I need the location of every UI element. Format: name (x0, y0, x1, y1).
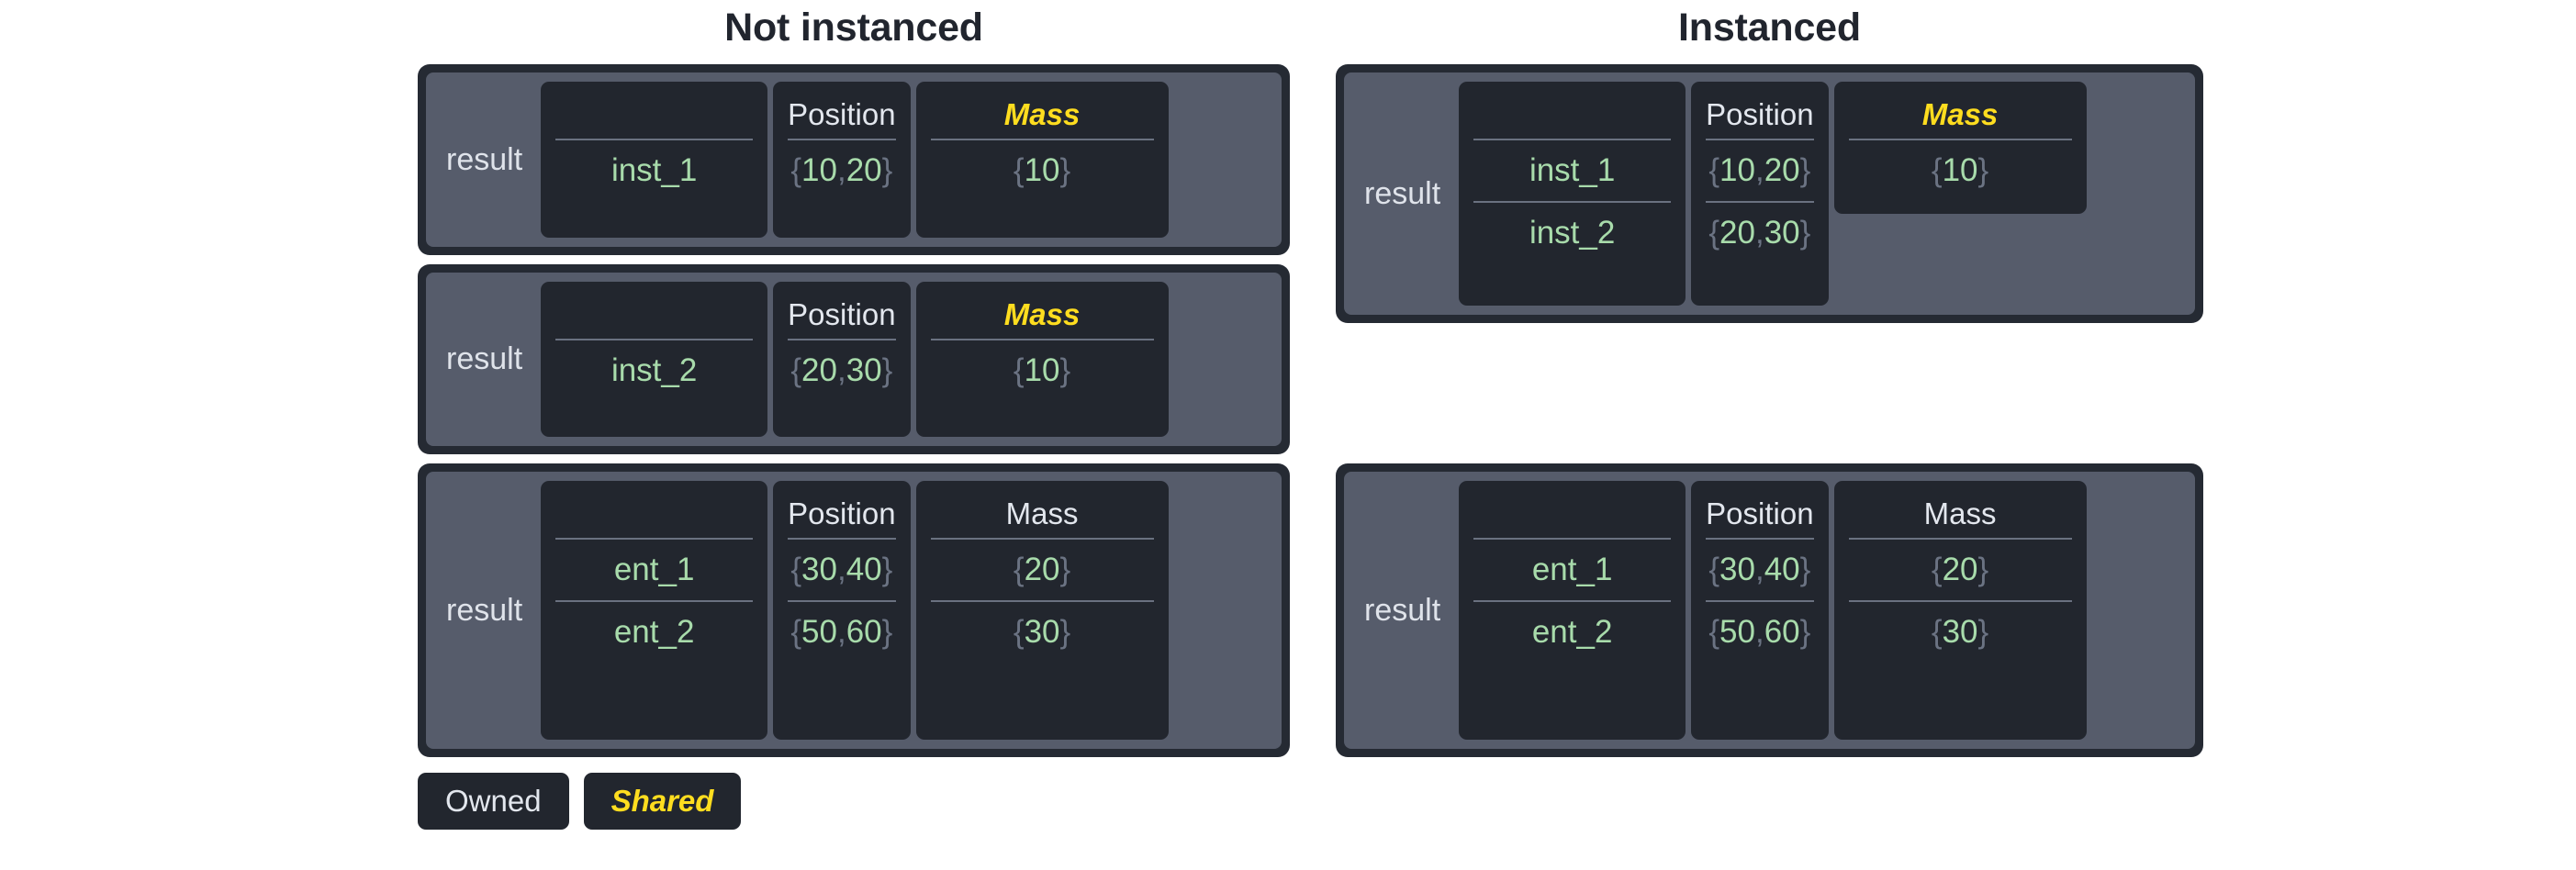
column-heading-instanced: Instanced (1678, 6, 1861, 50)
legend-item-owned: Owned (418, 773, 569, 830)
table-cell: ent_1 (555, 538, 754, 600)
column-header-position: Position (1706, 97, 1814, 131)
column-header-position: Position (788, 297, 896, 331)
column-header-position: Position (788, 496, 896, 530)
result-label: result (446, 341, 523, 376)
legend-item-shared: Shared (583, 773, 742, 830)
table-cell: inst_1 (1473, 139, 1672, 201)
table-cell: ent_2 (1473, 600, 1672, 663)
column-header-position: Position (1706, 496, 1814, 530)
table-cell: ent_2 (555, 600, 754, 663)
legend: Owned Shared (418, 773, 742, 830)
column-header-name (1473, 91, 1671, 139)
result-label: result (1364, 592, 1441, 628)
column-header-name (555, 490, 753, 538)
result-label: result (1364, 175, 1441, 211)
table-cell: inst_1 (555, 139, 754, 201)
column-header-mass: Mass (1003, 297, 1081, 331)
column-header-name (555, 91, 753, 139)
column-name: inst_2 (541, 282, 768, 437)
table-cell: ent_1 (1473, 538, 1672, 600)
column-name: inst_1 (541, 82, 768, 238)
result-label: result (446, 592, 523, 628)
column-header-mass: Mass (1005, 496, 1079, 530)
table-cell: inst_2 (1473, 201, 1672, 263)
table-cell: inst_2 (555, 339, 754, 401)
result-label: result (446, 141, 523, 177)
column-header-name (1473, 490, 1671, 538)
column-header-mass: Mass (1003, 97, 1081, 131)
column-header-mass: Mass (1921, 97, 1999, 131)
column-header-name (555, 291, 753, 339)
column-header-mass: Mass (1923, 496, 1997, 530)
column-header-position: Position (788, 97, 896, 131)
column-heading-not-instanced: Not instanced (724, 6, 983, 50)
